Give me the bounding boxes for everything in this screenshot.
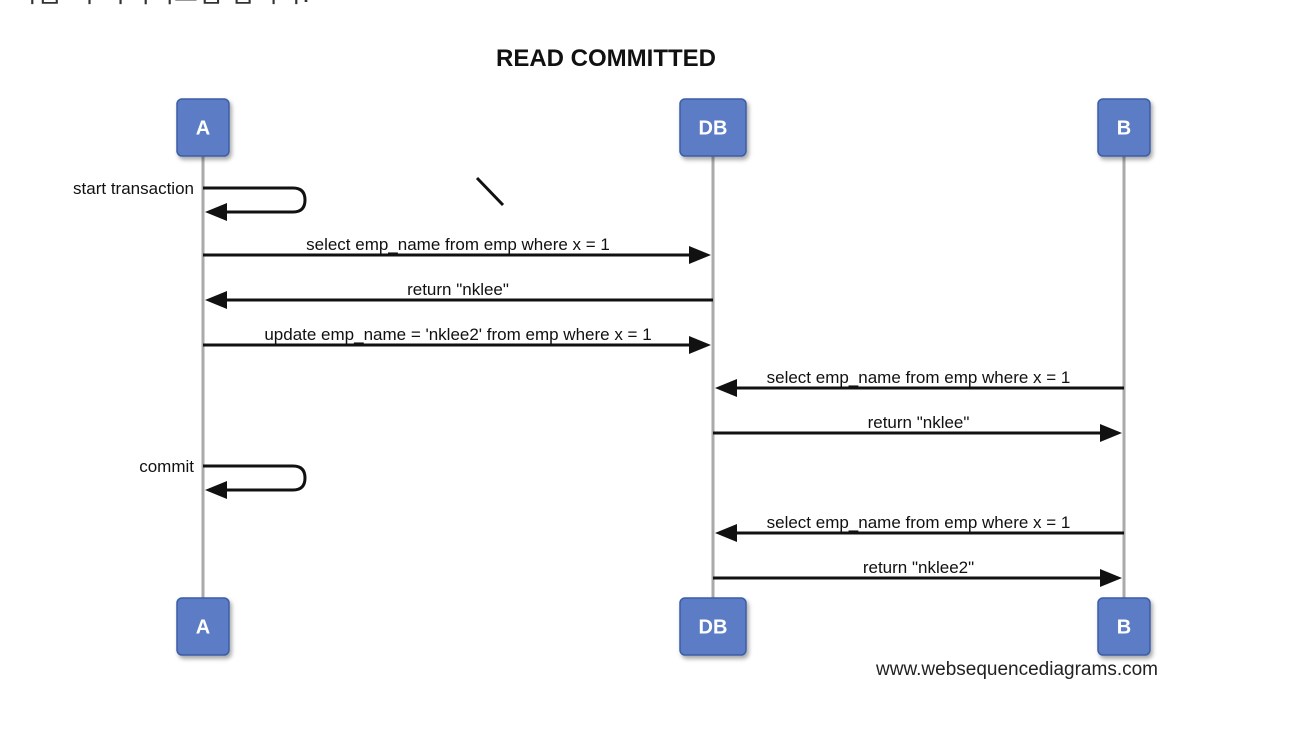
- participant-b-bottom: B: [1097, 597, 1151, 656]
- message-5: select emp_name from emp where x = 1: [715, 368, 1124, 397]
- participant-label: A: [196, 118, 210, 140]
- participant-a-top: A: [176, 98, 230, 157]
- self-arrow-line: [203, 186, 307, 214]
- self-arrow-line: [203, 464, 307, 492]
- arrowhead: [715, 524, 737, 542]
- participant-box: [679, 98, 747, 157]
- message-label: commit: [139, 457, 194, 476]
- message-4: update emp_name = 'nklee2' from emp wher…: [203, 325, 711, 354]
- participant-label: B: [1117, 118, 1131, 140]
- participant-box: [1097, 597, 1151, 656]
- participant-box: [1097, 98, 1151, 157]
- diagram-title: READ COMMITTED: [496, 45, 716, 72]
- message-label: select emp_name from emp where x = 1: [767, 368, 1071, 387]
- message-2: select emp_name from emp where x = 1: [203, 235, 711, 264]
- message-3: return "nklee": [205, 280, 713, 309]
- arrowhead: [1100, 424, 1122, 442]
- message-6: return "nklee": [713, 413, 1122, 442]
- participant-box: [176, 98, 230, 157]
- message-9: return "nklee2": [713, 558, 1122, 587]
- message-label: return "nklee": [868, 413, 970, 432]
- cursor-mark: [475, 176, 505, 207]
- participant-b-top: B: [1097, 98, 1151, 157]
- participant-label: A: [196, 617, 210, 639]
- message-label: select emp_name from emp where x = 1: [767, 513, 1071, 532]
- participant-db-top: DB: [679, 98, 747, 157]
- message-label: update emp_name = 'nklee2' from emp wher…: [264, 325, 651, 344]
- cropped-top-text: 다음 의 다이어그램 입니다.: [14, 0, 310, 9]
- participants: A A DB DB B B: [176, 98, 1151, 656]
- arrowhead: [205, 291, 227, 309]
- participant-box: [679, 597, 747, 656]
- message-8: select emp_name from emp where x = 1: [715, 513, 1124, 542]
- message-label: select emp_name from emp where x = 1: [306, 235, 610, 254]
- message-label: return "nklee": [407, 280, 509, 299]
- message-label: return "nklee2": [863, 558, 974, 577]
- arrowhead: [715, 379, 737, 397]
- participant-label: DB: [699, 118, 728, 140]
- arrowhead: [205, 481, 227, 499]
- participant-a-bottom: A: [176, 597, 230, 656]
- lifelines: [201, 156, 1126, 598]
- message-7: commit: [139, 457, 307, 499]
- participant-label: B: [1117, 617, 1131, 639]
- messages: start transaction select emp_name from em…: [73, 179, 1124, 587]
- arrowhead: [1100, 569, 1122, 587]
- arrowhead: [689, 246, 711, 264]
- participant-db-bottom: DB: [679, 597, 747, 656]
- arrowhead: [205, 203, 227, 221]
- participant-box: [176, 597, 230, 656]
- footer-watermark: www.websequencediagrams.com: [875, 659, 1158, 680]
- participant-label: DB: [699, 617, 728, 639]
- message-label: start transaction: [73, 179, 194, 198]
- message-1: start transaction: [73, 179, 307, 221]
- arrowhead: [689, 336, 711, 354]
